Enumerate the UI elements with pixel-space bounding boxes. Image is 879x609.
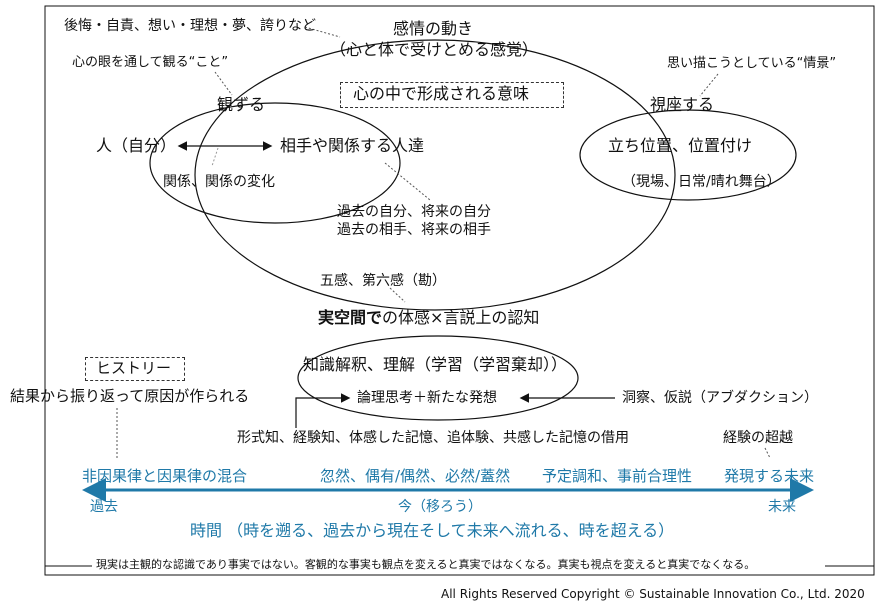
real-space-strong: 実空間で [318,308,383,327]
insight-label: 洞察、仮説（アブダクション） [622,390,818,406]
nonlinear-label: 非因果律と因果律の混合 [82,467,248,485]
standpoint-label: 立ち位置、位置付け [608,136,753,155]
past-self-label: 過去の自分、将来の自分 [337,204,491,220]
harmony-label: 予定調和、事前合理性 [542,467,693,485]
real-space-rest: の体感×言説上の認知 [382,308,540,327]
relation-label: 関係、関係の変化 [163,174,275,190]
regret-label: 後悔・自責、想い・理想・夢、誇りなど [64,18,316,34]
logic-label: 論理思考＋新たな発想 [357,390,497,406]
formal-knowledge-arrow [295,393,351,428]
time-label: 時間 （時を遡る、過去から現在そして未来へ流れる、時を超える） [190,521,675,540]
meaning-label: 心の中で形成される意味 [353,84,530,103]
chance-label: 忽然、偶有/偶然、必然/蓋然 [320,467,511,485]
main-ellipse [194,39,676,311]
callout-line [389,287,406,303]
emotion-subtitle: （心と体で受けとめる感覚） [330,40,539,59]
formal-knowledge-label: 形式知、経験知、体感した記憶、追体験、共感した記憶の借用 [237,430,629,446]
right-ellipse [579,109,797,201]
callout-line [214,71,233,96]
now-label: 今（移ろう） [398,499,482,515]
mind-eye-label: 心の眼を通して観る“こと” [72,55,229,70]
left-ellipse [149,102,401,224]
callout-line [764,447,771,459]
footer-note: 現実は主観的な認識であり事実ではない。客観的な事実も観点を変えると真実ではなくな… [96,558,756,571]
others-label: 相手や関係する人達 [280,136,425,155]
outer-frame [44,5,875,576]
view-label: 視座する [650,95,715,114]
result-cause-label: 結果から振り返って原因が作られる [10,387,250,405]
self-label: 人（自分） [96,136,177,155]
callout-line [211,147,219,167]
stage-label: （現場、日常/晴れ舞台） [622,174,781,190]
real-space-label: 実空間での体感×言説上の認知 [318,310,539,326]
five-senses-label: 五感、第六感（勘） [320,273,446,289]
emotion-title: 感情の動き [393,19,474,38]
future-label: 未来 [768,499,796,515]
bottom-ellipse [297,335,579,421]
callout-line [384,162,431,201]
past-label: 過去 [90,499,118,515]
past-partner-label: 過去の相手、将来の相手 [337,222,491,238]
knowledge-label: 知識解釈、理解（学習（学習棄却）） [303,355,568,374]
scene-label: 思い描こうとしている“情景” [667,56,837,71]
meaning-box [340,82,564,108]
observe-label: 観ずる [217,95,266,114]
history-label: ヒストリー [96,359,172,377]
emerging-label: 発現する未来 [724,467,815,485]
callout-line [699,73,719,97]
history-box [85,357,185,381]
transcend-label: 経験の超越 [723,430,793,446]
copyright: All Rights Reserved Copyright © Sustaina… [441,587,865,601]
